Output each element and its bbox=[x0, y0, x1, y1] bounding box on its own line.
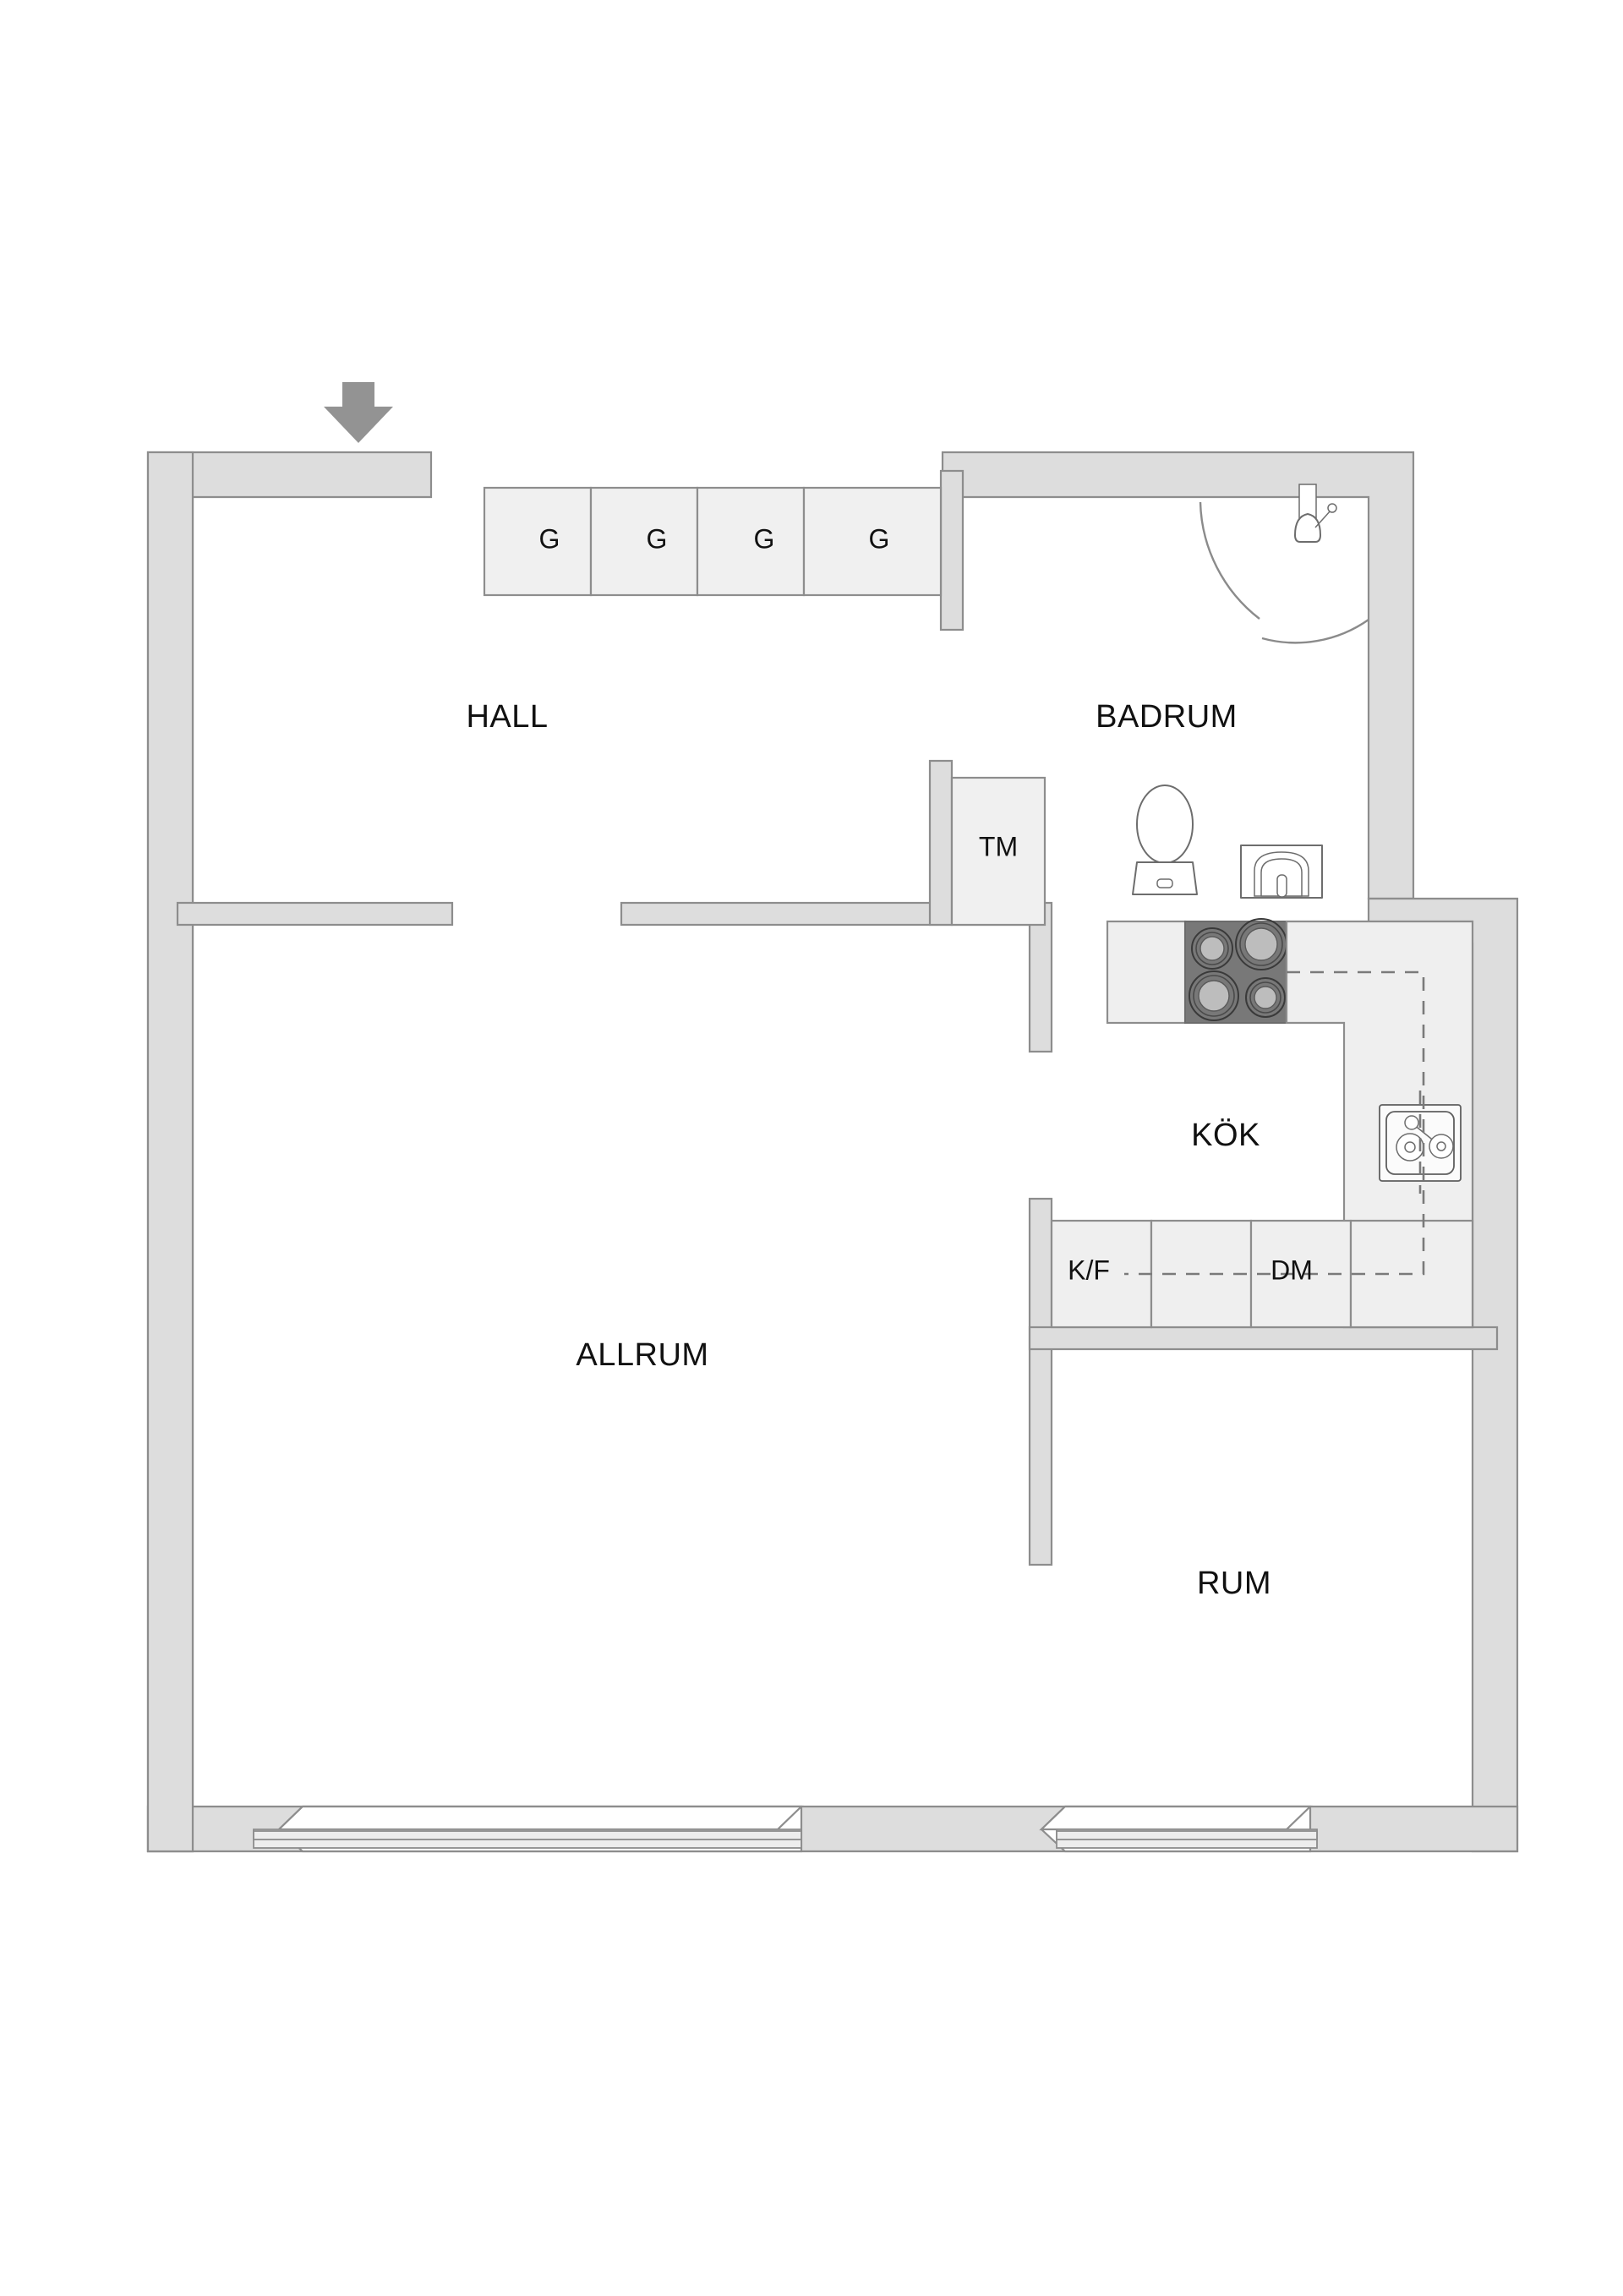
room-label-badrum: BADRUM bbox=[1096, 699, 1238, 735]
wall-left bbox=[146, 451, 194, 1853]
closet-label-g1: G bbox=[539, 523, 560, 554]
room-label-allrum: ALLRUM bbox=[576, 1337, 708, 1373]
bathroom-fixtures bbox=[1132, 484, 1369, 899]
wall-hall-badrum bbox=[939, 469, 965, 631]
hall-closets bbox=[483, 486, 943, 597]
bathroom-washbasin-icon bbox=[1240, 845, 1323, 899]
counter-guide-line bbox=[1124, 970, 1425, 1276]
interior-walls bbox=[176, 469, 1499, 1566]
wall-tm-left bbox=[928, 759, 954, 927]
closet-label-tm: TM bbox=[979, 831, 1018, 861]
shower-arc bbox=[1199, 501, 1260, 620]
counter-lower-kf bbox=[1050, 1219, 1153, 1329]
outer-walls bbox=[146, 451, 1519, 1853]
closet-label-g4: G bbox=[869, 523, 890, 554]
washing-machine-box[interactable] bbox=[950, 776, 1046, 927]
room-label-hall: HALL bbox=[466, 699, 548, 735]
closet-g1[interactable] bbox=[483, 486, 593, 597]
closet-label-g3: G bbox=[754, 523, 775, 554]
shower-head-icon bbox=[1294, 484, 1337, 543]
tm-unit bbox=[950, 776, 1046, 927]
counter-upper-left bbox=[1106, 920, 1187, 1025]
closet-label-kf: K/F bbox=[1068, 1255, 1110, 1285]
wall-kitchen-left-lower bbox=[1028, 1197, 1053, 1566]
closet-label-dm: DM bbox=[1271, 1255, 1313, 1285]
entrance-arrow-icon bbox=[324, 382, 393, 443]
wall-hall-allrum-stub bbox=[176, 901, 454, 927]
wall-kok-rum bbox=[1028, 1326, 1499, 1351]
kitchen-counters bbox=[1050, 918, 1474, 1329]
window-right[interactable] bbox=[1039, 1805, 1318, 1853]
closet-g4[interactable] bbox=[802, 486, 943, 597]
windows bbox=[253, 1805, 1318, 1853]
closet-label-g2: G bbox=[647, 523, 668, 554]
wc-toilet-icon bbox=[1132, 784, 1198, 895]
closet-g3[interactable] bbox=[696, 486, 806, 597]
room-labels: HALL BADRUM ALLRUM KÖK RUM bbox=[466, 699, 1271, 1601]
shower-arc-2 bbox=[1261, 619, 1369, 644]
room-label-kok: KÖK bbox=[1191, 1118, 1260, 1153]
window-left[interactable] bbox=[253, 1805, 804, 1853]
closet-labels: G G G G TM K/F DM bbox=[539, 523, 1313, 1285]
closet-g2[interactable] bbox=[589, 486, 699, 597]
room-label-rum: RUM bbox=[1197, 1566, 1271, 1601]
